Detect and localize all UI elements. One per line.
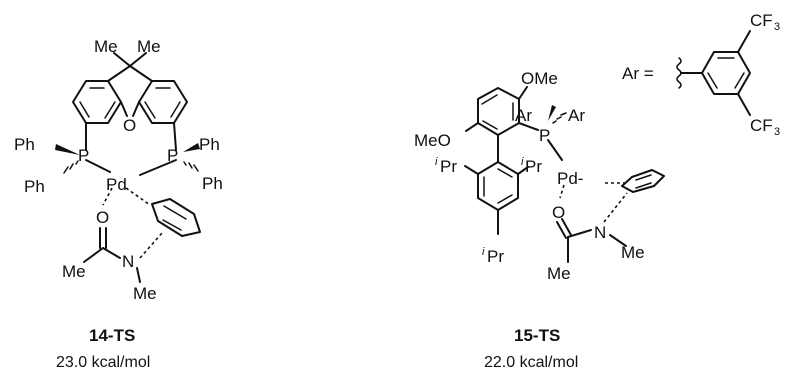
bond bbox=[737, 93, 751, 116]
aromatic-double-bond bbox=[162, 219, 182, 231]
bond bbox=[83, 247, 104, 263]
agostic-interaction bbox=[139, 232, 163, 259]
aromatic-double-bond bbox=[482, 120, 498, 130]
bond bbox=[129, 65, 153, 82]
trifluoromethyl-subscript: 3 bbox=[774, 126, 780, 138]
benzene-ring bbox=[151, 198, 201, 237]
aromatic-double-bond bbox=[481, 94, 498, 105]
phenyl-label: Ph bbox=[199, 135, 220, 154]
bond bbox=[85, 159, 111, 173]
phosphorus-label: P bbox=[539, 126, 550, 145]
bond bbox=[547, 139, 563, 161]
aromatic-double-bond bbox=[734, 72, 745, 89]
hashed-bond bbox=[183, 161, 199, 172]
palladium-label: Pd bbox=[106, 175, 127, 194]
phenyl-label: Ph bbox=[14, 135, 35, 154]
aromatic-double-bond bbox=[497, 194, 513, 204]
bond bbox=[129, 52, 147, 67]
compound-label: 15-TS bbox=[514, 326, 560, 345]
bond bbox=[567, 229, 592, 238]
aromatic-double-bond bbox=[170, 101, 181, 118]
isopropyl-prefix: i bbox=[482, 246, 485, 258]
methyl-label: Me bbox=[133, 284, 157, 303]
wedge-bond bbox=[548, 105, 556, 121]
nitrogen-label: N bbox=[594, 223, 606, 242]
hashed-bond bbox=[63, 160, 79, 174]
trifluoromethyl-subscript: 3 bbox=[774, 21, 780, 33]
phenyl-label: Ph bbox=[24, 177, 45, 196]
aryl-definition-label: Ar = bbox=[622, 64, 654, 83]
hashed-bond bbox=[552, 112, 567, 124]
oxygen-label: O bbox=[123, 116, 136, 135]
aryl-ring bbox=[701, 51, 751, 95]
structure-15-ts: OMe Ar Ar P MeO Pd- i Pr i Pr O N Me i P… bbox=[414, 69, 665, 371]
trifluoromethyl-label: CF bbox=[750, 116, 773, 135]
wedge-bond bbox=[55, 144, 80, 155]
energy-value: 23.0 kcal/mol bbox=[56, 354, 150, 371]
coordination-bond bbox=[559, 184, 565, 199]
oxygen-label: O bbox=[96, 208, 109, 227]
methoxy-label: OMe bbox=[521, 69, 558, 88]
aromatic-double-bond bbox=[635, 182, 652, 189]
bond bbox=[132, 101, 140, 117]
isopropyl-label: Pr bbox=[487, 247, 504, 266]
phosphorus-label: P bbox=[167, 146, 178, 165]
aromatic-double-bond bbox=[163, 205, 187, 220]
methyl-label: Me bbox=[621, 243, 645, 262]
coordination-bond bbox=[125, 187, 151, 206]
bond bbox=[518, 122, 539, 131]
isopropyl-label: Pr bbox=[525, 157, 542, 176]
aromatic-double-bond bbox=[79, 101, 90, 118]
bond bbox=[609, 234, 627, 247]
phosphorus-label: P bbox=[78, 146, 89, 165]
carbonyl-bond bbox=[561, 218, 572, 236]
aromatic-double-bond bbox=[497, 168, 513, 178]
palladium-label: Pd- bbox=[557, 169, 583, 188]
aryl-label: Ar bbox=[515, 106, 532, 125]
aromatic-double-bond bbox=[635, 174, 652, 181]
bond bbox=[518, 86, 528, 100]
structure-14-ts: Me Me O Ph Ph P P Ph Ph Pd O N Me Me 14-… bbox=[14, 37, 223, 371]
benzene-ring bbox=[621, 169, 665, 193]
methyl-label: Me bbox=[94, 37, 118, 56]
isopropyl-label: Pr bbox=[440, 157, 457, 176]
methoxy-label: MeO bbox=[414, 131, 451, 150]
isopropyl-prefix: i bbox=[435, 156, 438, 168]
bond bbox=[136, 267, 141, 283]
methyl-label: Me bbox=[137, 37, 161, 56]
isopropyl-prefix: i bbox=[521, 156, 524, 168]
bond bbox=[465, 122, 479, 132]
agostic-interaction bbox=[603, 192, 628, 223]
aromatic-double-bond bbox=[144, 101, 156, 119]
compound-label: 14-TS bbox=[89, 326, 135, 345]
bond bbox=[464, 165, 479, 175]
nitrogen-label: N bbox=[122, 252, 134, 271]
bond bbox=[120, 101, 128, 117]
oxygen-label: O bbox=[552, 203, 565, 222]
aryl-label: Ar bbox=[568, 106, 585, 125]
bond bbox=[517, 166, 529, 175]
aromatic-double-bond bbox=[707, 72, 718, 89]
trifluoromethyl-label: CF bbox=[750, 11, 773, 30]
phenyl-label: Ph bbox=[202, 174, 223, 193]
bond bbox=[102, 247, 121, 259]
bond bbox=[107, 65, 131, 82]
bond bbox=[139, 159, 177, 176]
aryl-definition: Ar = CF 3 CF 3 bbox=[622, 11, 780, 138]
energy-value: 22.0 kcal/mol bbox=[484, 354, 578, 371]
bond bbox=[173, 122, 177, 151]
methyl-label: Me bbox=[62, 262, 86, 281]
aromatic-double-bond bbox=[104, 101, 116, 119]
wedge-bond bbox=[183, 143, 200, 152]
bond bbox=[113, 52, 131, 67]
bond bbox=[737, 30, 751, 53]
carbonyl-bond bbox=[556, 221, 567, 239]
methyl-label: Me bbox=[547, 264, 571, 283]
